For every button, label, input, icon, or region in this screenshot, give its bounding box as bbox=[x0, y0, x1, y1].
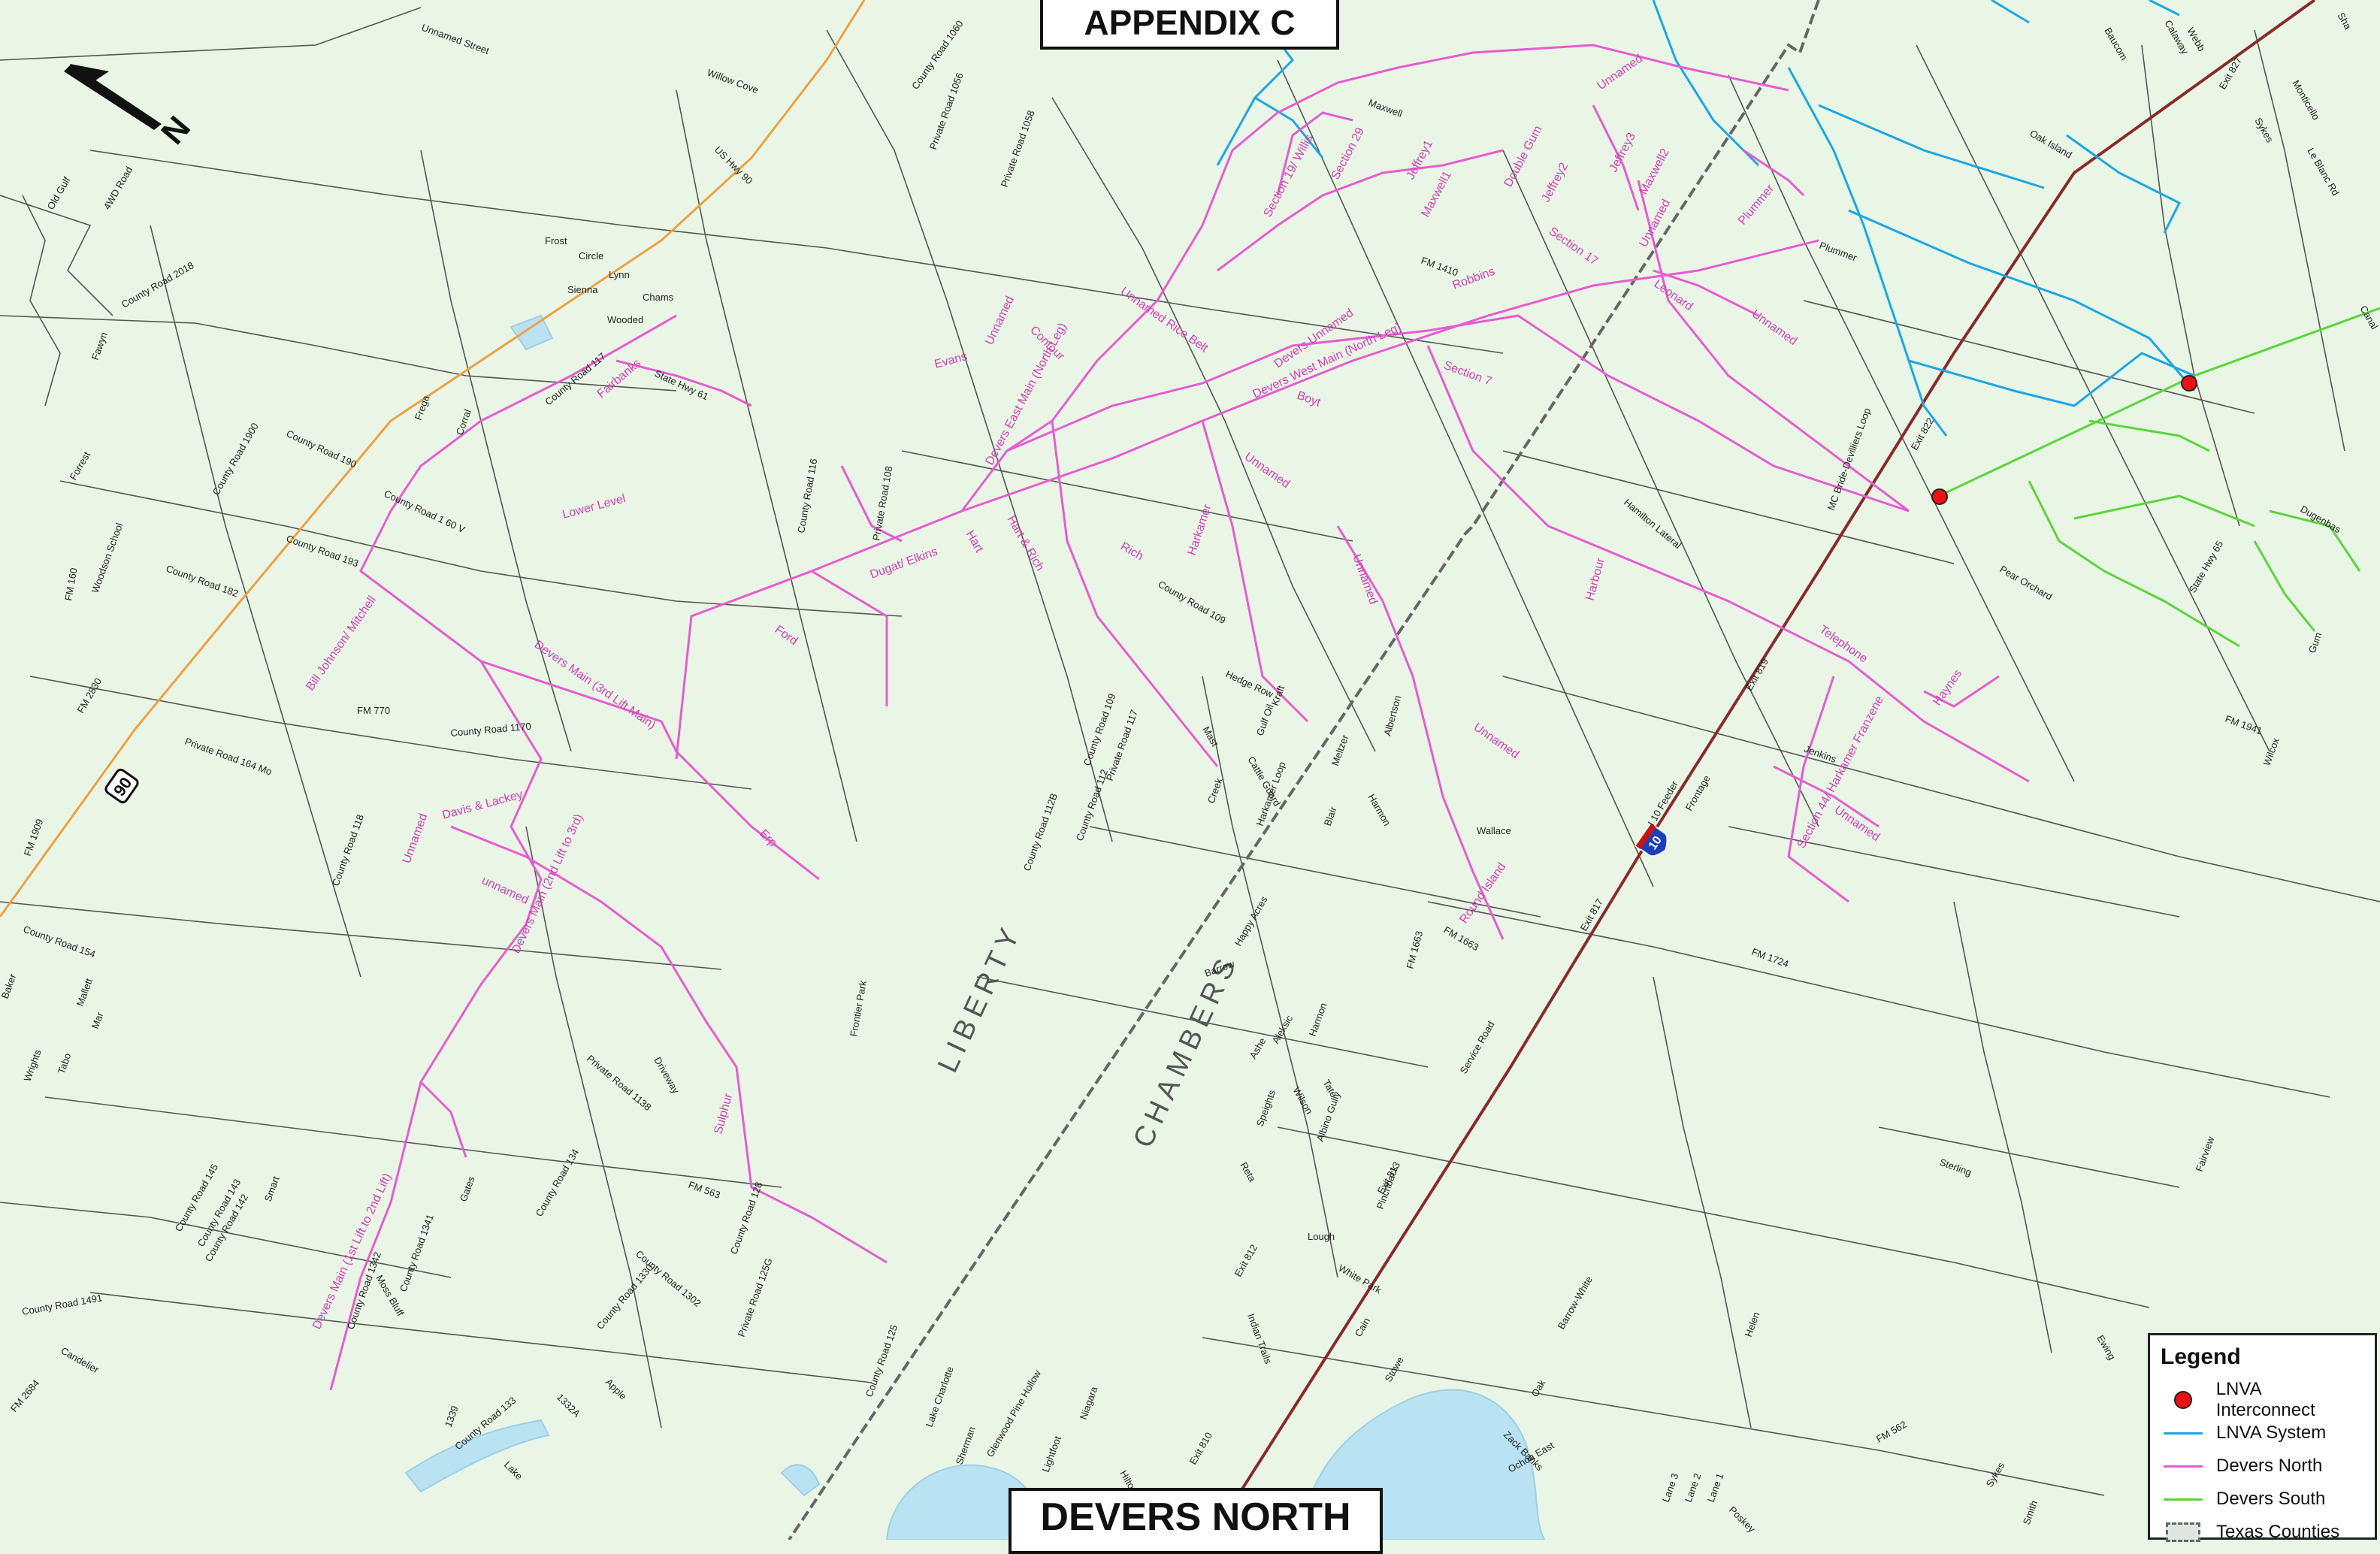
red-dot-icon bbox=[2161, 1389, 2206, 1411]
lnva-interconnect-point-1[interactable] bbox=[1931, 488, 1948, 505]
county-boundary bbox=[788, 0, 1820, 1540]
devers-north-lines bbox=[329, 44, 2030, 1391]
road-label: Sienna bbox=[567, 284, 598, 295]
green-line-icon bbox=[2161, 1488, 2206, 1510]
i-10-shield: 10 bbox=[1635, 822, 1668, 857]
legend-item-label: Devers South bbox=[2216, 1489, 2326, 1509]
lnva-system-lines bbox=[1216, 0, 2196, 437]
road-label: Lough bbox=[1308, 1231, 1335, 1242]
blue-line-icon bbox=[2161, 1422, 2206, 1444]
lnva-interconnect-point-2[interactable] bbox=[2181, 375, 2197, 392]
legend-item-label: Devers North bbox=[2216, 1456, 2323, 1476]
road-label: Frost bbox=[545, 235, 567, 246]
interstate-10 bbox=[1208, 0, 2316, 1540]
map-title-bottom: DEVERS NORTH bbox=[1009, 1488, 1383, 1554]
legend-panel: Legend LNVA Interconnect LNVA System Dev… bbox=[2148, 1333, 2377, 1542]
legend-item-lnva-system: LNVA System bbox=[2161, 1416, 2364, 1450]
pink-line-icon bbox=[2161, 1455, 2206, 1477]
road-label: Circle bbox=[579, 250, 603, 262]
road-label: Lynn bbox=[609, 269, 630, 280]
us-highway-90 bbox=[0, 0, 866, 918]
legend-item-texas-counties: Texas Counties bbox=[2161, 1516, 2364, 1549]
us-90-shield: 90 bbox=[104, 768, 139, 804]
legend-item-label: Texas Counties bbox=[2216, 1522, 2340, 1542]
road-label: Wallace bbox=[1477, 825, 1511, 836]
devers-south-lines bbox=[1938, 307, 2380, 648]
road-label: Chams bbox=[643, 292, 674, 303]
road-label: Wooded bbox=[607, 314, 643, 325]
legend-item-label: LNVA System bbox=[2216, 1422, 2327, 1443]
map-title-top: APPENDIX C bbox=[1040, 0, 1339, 50]
legend-item-lnva-interconnect: LNVA Interconnect bbox=[2161, 1379, 2364, 1420]
legend-title: Legend bbox=[2161, 1344, 2241, 1369]
lnva-interconnect-points bbox=[1931, 375, 2197, 505]
county-boundary-icon bbox=[2161, 1521, 2206, 1543]
legend-item-devers-north: Devers North bbox=[2161, 1450, 2364, 1483]
road-network bbox=[0, 7, 2380, 1496]
legend-item-label: LNVA Interconnect bbox=[2215, 1379, 2315, 1420]
legend-item-devers-south: Devers South bbox=[2161, 1483, 2364, 1516]
road-label: FM 770 bbox=[357, 705, 390, 716]
road-label: Mar bbox=[89, 1010, 106, 1030]
